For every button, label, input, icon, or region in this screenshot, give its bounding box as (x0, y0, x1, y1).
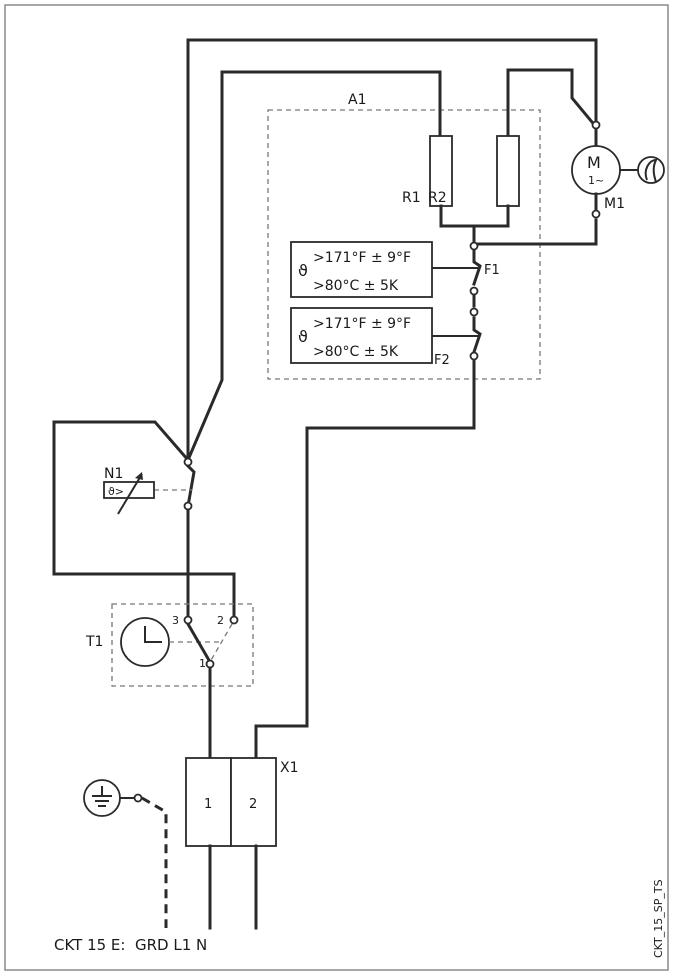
n1-arrow-head (135, 472, 143, 480)
n1-adjust-arrow (117, 473, 143, 515)
f2-thermo-symbol: ϑ (298, 327, 308, 346)
m1-label: M1 (604, 196, 625, 212)
t1-terminal-1 (205, 659, 215, 669)
f2-terminal-bottom (469, 351, 479, 361)
f2-contact (472, 316, 482, 354)
wire-motor-feed (186, 38, 598, 462)
n1-terminal-top (183, 457, 193, 467)
n1-label: N1 (104, 466, 123, 482)
f2-rating-c: >80°C ± 5K (313, 344, 399, 360)
f2-rating-f: >171°F ± 9°F (313, 316, 411, 332)
f1-thermo-symbol: ϑ (298, 261, 308, 280)
ground-dashed-lead (141, 796, 168, 928)
wire-heater-r1-feed (186, 70, 442, 462)
t1-assembly-box (111, 603, 254, 687)
n1-sensor-symbol: ϑ> (108, 485, 124, 498)
t1-contact (185, 621, 213, 665)
a1-label: A1 (348, 92, 366, 108)
f1-contact (472, 248, 482, 286)
t1-label: T1 (85, 634, 103, 650)
ground-terminal (133, 793, 143, 803)
f1-rating-c: >80°C ± 5K (313, 278, 399, 294)
r1-label: R1 (402, 190, 421, 206)
motor-phase-label: 1~ (588, 174, 604, 187)
wire-motor-switch (506, 68, 595, 138)
fan-blade (644, 158, 658, 183)
page-frame (4, 4, 669, 971)
wire-n1-loop (52, 420, 236, 622)
f1-rating-f: >171°F ± 9°F (313, 250, 411, 266)
x1-terminal-1-label: 1 (204, 797, 212, 812)
r2-label: R2 (428, 190, 447, 206)
t1-pin1-label: 1 (199, 657, 206, 670)
fan-icon (637, 156, 665, 184)
n1-terminal-bottom (183, 501, 193, 511)
wire-neutral (254, 356, 476, 760)
wire-motor-return (475, 218, 598, 246)
f1-terminal-top (469, 241, 479, 251)
drawing-code: CKT_15_SP_TS (652, 879, 665, 958)
n1-contact (185, 463, 196, 508)
x1-terminal-2 (230, 757, 277, 847)
f2-thermal-box (290, 307, 433, 364)
t1-pin3-label: 3 (172, 614, 179, 627)
clock-hands (144, 626, 162, 643)
t1-contact-alt (209, 623, 233, 663)
wire-heater-join (439, 204, 510, 228)
f2-label: F2 (434, 353, 450, 368)
motor-m-label: M (587, 153, 601, 172)
ground-icon (83, 779, 121, 817)
t1-terminal-3 (183, 615, 193, 625)
motor-terminal-top (591, 120, 601, 130)
f1-terminal-bottom (469, 286, 479, 296)
ground-symbol (92, 786, 112, 807)
x1-label: X1 (280, 760, 299, 776)
motor-terminal-bottom (591, 209, 601, 219)
f2-terminal-top (469, 307, 479, 317)
f1-thermal-box (290, 241, 433, 298)
t1-pin2-label: 2 (217, 614, 224, 627)
x1-terminal-1 (185, 757, 232, 847)
f1-label: F1 (484, 263, 500, 278)
x1-terminal-2-label: 2 (249, 797, 257, 812)
circuit-caption: CKT 15 E: GRD L1 N (54, 936, 207, 954)
n1-sensor-box (103, 481, 155, 499)
heater-r2 (496, 135, 520, 207)
t1-terminal-2 (229, 615, 239, 625)
